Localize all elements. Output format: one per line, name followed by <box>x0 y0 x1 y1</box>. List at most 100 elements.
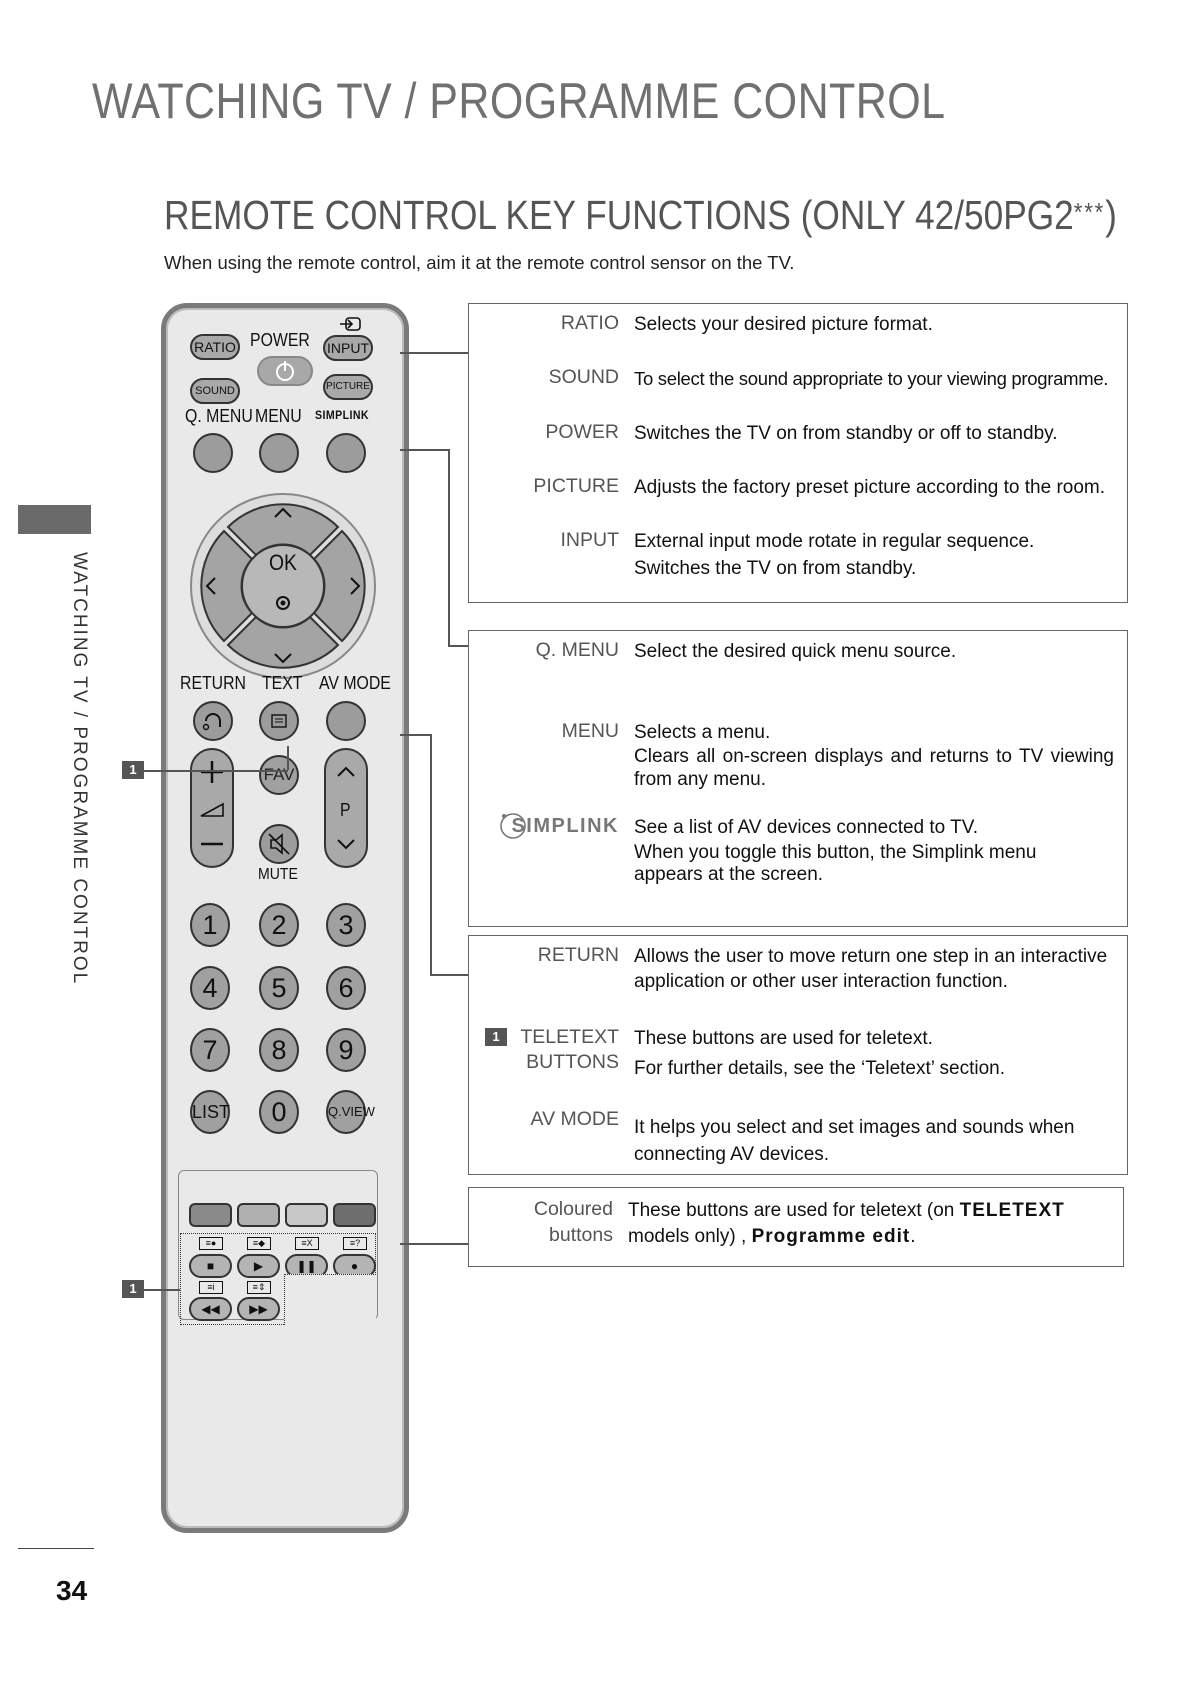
sound-button[interactable]: SOUND <box>190 378 240 404</box>
teletext-badge: 1 <box>122 1280 144 1298</box>
picture-button[interactable]: PICTURE <box>323 374 373 400</box>
number-key-5[interactable]: 5 <box>259 966 299 1010</box>
program-rocker[interactable] <box>324 748 368 868</box>
power-label: POWER <box>250 330 310 350</box>
text-button[interactable] <box>259 701 299 741</box>
mute-label: MUTE <box>258 866 298 883</box>
teletext-icon <box>271 714 287 728</box>
blue-key[interactable] <box>333 1203 376 1227</box>
menu-label: MENU <box>255 406 302 426</box>
leader-line <box>400 734 430 736</box>
input-button[interactable]: INPUT <box>323 335 373 361</box>
info-box-function-keys: RETURN Allows the user to move return on… <box>468 935 1128 1175</box>
input-source-icon <box>338 316 364 337</box>
number-key-0[interactable]: 0 <box>259 1090 299 1134</box>
desc-teletext-2: For further details, see the ‘Teletext’ … <box>634 1058 1006 1079</box>
label-sound: SOUND <box>548 366 619 388</box>
label-input: INPUT <box>560 529 620 551</box>
simplink-button[interactable] <box>326 433 366 473</box>
power-icon <box>276 361 294 381</box>
teletext-index-icon: ≡i <box>199 1281 223 1294</box>
fav-button[interactable]: FAV <box>259 755 299 795</box>
avmode-button[interactable] <box>326 701 366 741</box>
leader-line <box>448 449 450 645</box>
red-key[interactable] <box>189 1203 232 1227</box>
number-key-2[interactable]: 2 <box>259 903 299 947</box>
ratio-button[interactable]: RATIO <box>190 334 240 360</box>
desc-return: Allows the user to move return one step … <box>634 946 1108 992</box>
side-label: WATCHING TV / PROGRAMME CONTROL <box>69 552 90 986</box>
label-return: RETURN <box>537 944 619 966</box>
desc-input-2: Switches the TV on from standby. <box>634 558 917 579</box>
ok-button[interactable]: OK <box>269 550 297 575</box>
label-buttons: buttons <box>549 1224 613 1246</box>
leader-line <box>430 974 468 976</box>
yellow-key[interactable] <box>285 1203 328 1227</box>
return-label: RETURN <box>180 673 246 693</box>
label-teletext: TELETEXT <box>520 1026 619 1048</box>
desc-qmenu: Select the desired quick menu source. <box>634 641 957 662</box>
volume-rocker[interactable] <box>190 748 234 868</box>
desc-simplink-2: When you toggle this button, the Simplin… <box>634 842 1037 885</box>
power-button[interactable] <box>257 356 313 386</box>
leader-line <box>400 352 468 354</box>
intro-text: When using the remote control, aim it at… <box>164 252 795 273</box>
lower-key-panel <box>178 1170 378 1320</box>
fast-forward-button[interactable]: ▶▶ <box>237 1297 280 1321</box>
teletext-hold-icon: ≡● <box>199 1237 223 1250</box>
info-box-coloured-keys: Coloured buttons These buttons are used … <box>468 1187 1124 1267</box>
teletext-badge: 1 <box>122 761 144 779</box>
mute-button[interactable] <box>259 824 299 864</box>
desc-avmode: It helps you select and set images and s… <box>634 1117 1075 1165</box>
desc-menu-2: Clears all on-screen displays and return… <box>634 746 1114 790</box>
menu-button[interactable] <box>259 433 299 473</box>
number-key-9[interactable]: 9 <box>326 1028 366 1072</box>
leader-line <box>430 734 432 974</box>
play-button[interactable]: ▶ <box>237 1254 280 1278</box>
mute-icon <box>268 833 290 855</box>
teletext-reveal-icon: ≡◆ <box>247 1237 271 1250</box>
label-qmenu: Q. MENU <box>535 639 619 661</box>
desc-coloured: These buttons are used for teletext (on … <box>628 1200 1065 1221</box>
number-key-3[interactable]: 3 <box>326 903 366 947</box>
rewind-button[interactable]: ◀◀ <box>189 1297 232 1321</box>
label-ratio: RATIO <box>560 312 619 334</box>
label-menu: MENU <box>561 720 619 742</box>
number-key-1[interactable]: 1 <box>190 903 230 947</box>
desc-sound: To select the sound appropriate to your … <box>634 368 1109 389</box>
number-key-7[interactable]: 7 <box>190 1028 230 1072</box>
label-avmode: AV MODE <box>530 1108 619 1130</box>
return-button[interactable] <box>193 701 233 741</box>
desc-power: Switches the TV on from standby or off t… <box>634 423 1058 444</box>
footer-rule <box>18 1548 94 1549</box>
number-key-6[interactable]: 6 <box>326 966 366 1010</box>
return-icon <box>202 713 221 731</box>
desc-input: External input mode rotate in regular se… <box>634 531 1035 552</box>
qmenu-label: Q. MENU <box>185 406 253 426</box>
green-key[interactable] <box>237 1203 280 1227</box>
text-label: TEXT <box>262 673 303 693</box>
teletext-group-notch <box>284 1274 376 1325</box>
info-box-menu-keys: Q. MENU Select the desired quick menu so… <box>468 630 1128 927</box>
leader-line <box>287 746 289 770</box>
desc-coloured-2: models only) , Programme edit. <box>628 1226 916 1247</box>
desc-teletext: These buttons are used for teletext. <box>634 1028 933 1049</box>
desc-menu: Selects a menu. <box>634 722 771 743</box>
remote-control: RATIO POWER INPUT SOUND PICTURE Q. MENU … <box>161 303 409 1533</box>
teletext-size-icon: ≡⇕ <box>247 1281 271 1294</box>
leader-line <box>144 1289 180 1291</box>
qview-button[interactable]: Q.VIEW <box>326 1090 375 1134</box>
label-coloured: Coloured <box>533 1198 613 1220</box>
leader-line <box>448 645 468 647</box>
simplink-label: SIMPLINK <box>315 408 369 422</box>
desc-picture: Adjusts the factory preset picture accor… <box>634 477 1106 498</box>
desc-ratio: Selects your desired picture format. <box>634 314 933 335</box>
number-key-4[interactable]: 4 <box>190 966 230 1010</box>
label-teletext-buttons: BUTTONS <box>526 1051 619 1073</box>
qmenu-button[interactable] <box>193 433 233 473</box>
list-button[interactable]: LIST <box>190 1090 230 1134</box>
number-key-8[interactable]: 8 <box>259 1028 299 1072</box>
program-label: P <box>340 800 351 820</box>
side-tab-marker <box>18 505 91 534</box>
stop-button[interactable]: ■ <box>189 1254 232 1278</box>
